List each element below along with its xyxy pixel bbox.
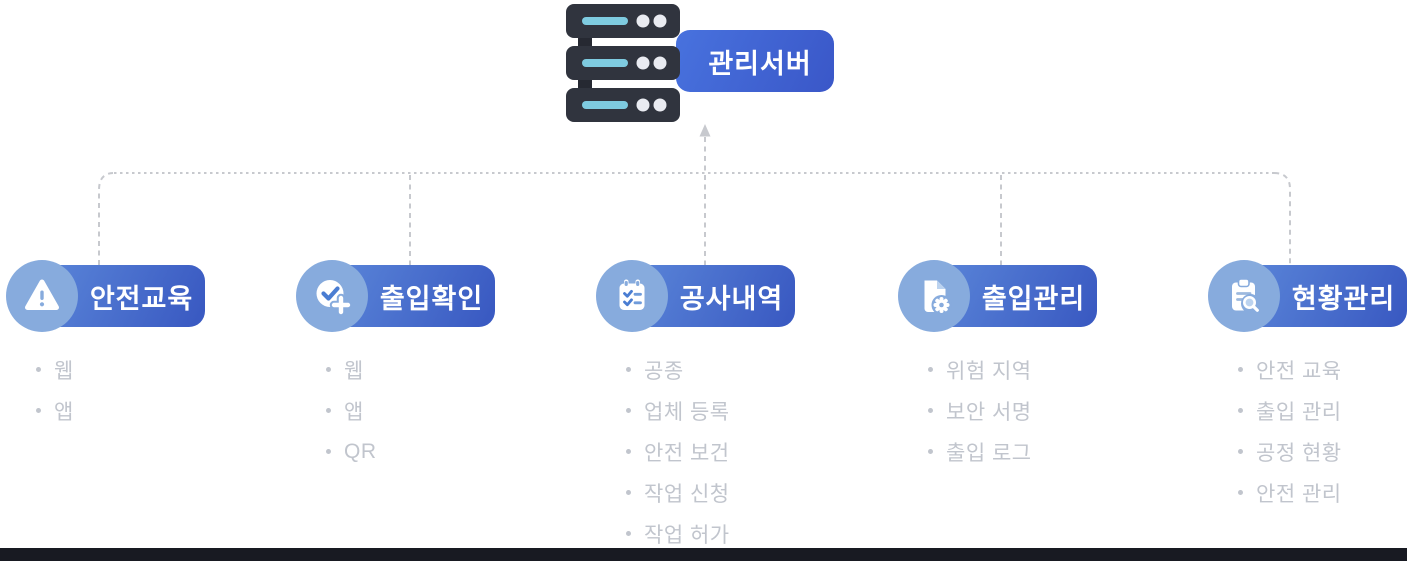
bottom-bar (0, 548, 1407, 561)
bullet-icon (1238, 367, 1243, 372)
module-safety-education-list: 웹 앱 (36, 349, 74, 431)
list-item: 업체 등록 (626, 390, 730, 431)
bullet-icon (326, 408, 331, 413)
clipboard-search-icon (1208, 260, 1280, 332)
bullet-icon (626, 531, 631, 536)
server-tray (566, 4, 680, 38)
bullet-icon (626, 367, 631, 372)
list-item: 출입 관리 (1238, 390, 1342, 431)
list-item: 출입 로그 (928, 431, 1032, 472)
module-pill: 출입관리 (922, 265, 1097, 327)
list-item: 안전 보건 (626, 431, 730, 472)
bullet-icon (326, 449, 331, 454)
bullet-icon (1238, 408, 1243, 413)
warning-triangle-icon (6, 260, 78, 332)
list-item: 안전 교육 (1238, 349, 1342, 390)
server-tray (566, 46, 680, 80)
bullet-icon (1238, 490, 1243, 495)
bullet-icon (36, 367, 41, 372)
module-status-management: 현황관리 (1208, 260, 1407, 332)
bullet-icon (1238, 449, 1243, 454)
module-label: 현황관리 (1291, 283, 1396, 314)
module-access-management-list: 위험 지역 보안 서명 출입 로그 (928, 349, 1032, 472)
list-item: 작업 신청 (626, 472, 730, 513)
module-safety-education: 안전교육 (6, 260, 205, 332)
server-icon (566, 4, 680, 122)
list-item: 앱 (326, 390, 377, 431)
document-gear-icon (898, 260, 970, 332)
bullet-icon (626, 449, 631, 454)
list-item: 작업 허가 (626, 513, 730, 554)
module-label: 출입관리 (981, 283, 1086, 314)
list-item: 보안 서명 (928, 390, 1032, 431)
list-item: 위험 지역 (928, 349, 1032, 390)
bullet-icon (326, 367, 331, 372)
module-label: 출입확인 (379, 283, 484, 314)
bullet-icon (36, 408, 41, 413)
connector-left-corner (98, 172, 115, 265)
list-item: 웹 (326, 349, 377, 390)
list-item: 안전 관리 (1238, 472, 1342, 513)
bullet-icon (928, 408, 933, 413)
list-item: 공종 (626, 349, 730, 390)
module-access-confirmation: 출입확인 (296, 260, 495, 332)
module-label: 공사내역 (679, 283, 784, 314)
bullet-icon (928, 367, 933, 372)
module-construction-details-list: 공종 업체 등록 안전 보건 작업 신청 작업 허가 (626, 349, 730, 554)
connector-right-corner (1273, 172, 1291, 265)
list-item: 공정 현황 (1238, 431, 1342, 472)
check-circle-plus-icon (296, 260, 368, 332)
module-access-management: 출입관리 (898, 260, 1097, 332)
arrow-up-icon (699, 124, 711, 137)
module-construction-details: 공사내역 (596, 260, 795, 332)
list-item: 앱 (36, 390, 74, 431)
checklist-icon (596, 260, 668, 332)
module-access-confirmation-list: 웹 앱 QR (326, 349, 377, 472)
bullet-icon (626, 490, 631, 495)
list-item: 웹 (36, 349, 74, 390)
bullet-icon (626, 408, 631, 413)
server-label: 관리서버 (676, 30, 834, 92)
module-status-management-list: 안전 교육 출입 관리 공정 현황 안전 관리 (1238, 349, 1342, 513)
list-item: QR (326, 431, 377, 472)
server-tray (566, 88, 680, 122)
module-label: 안전교육 (89, 283, 194, 314)
bullet-icon (928, 449, 933, 454)
server-label-text: 관리서버 (708, 48, 812, 79)
